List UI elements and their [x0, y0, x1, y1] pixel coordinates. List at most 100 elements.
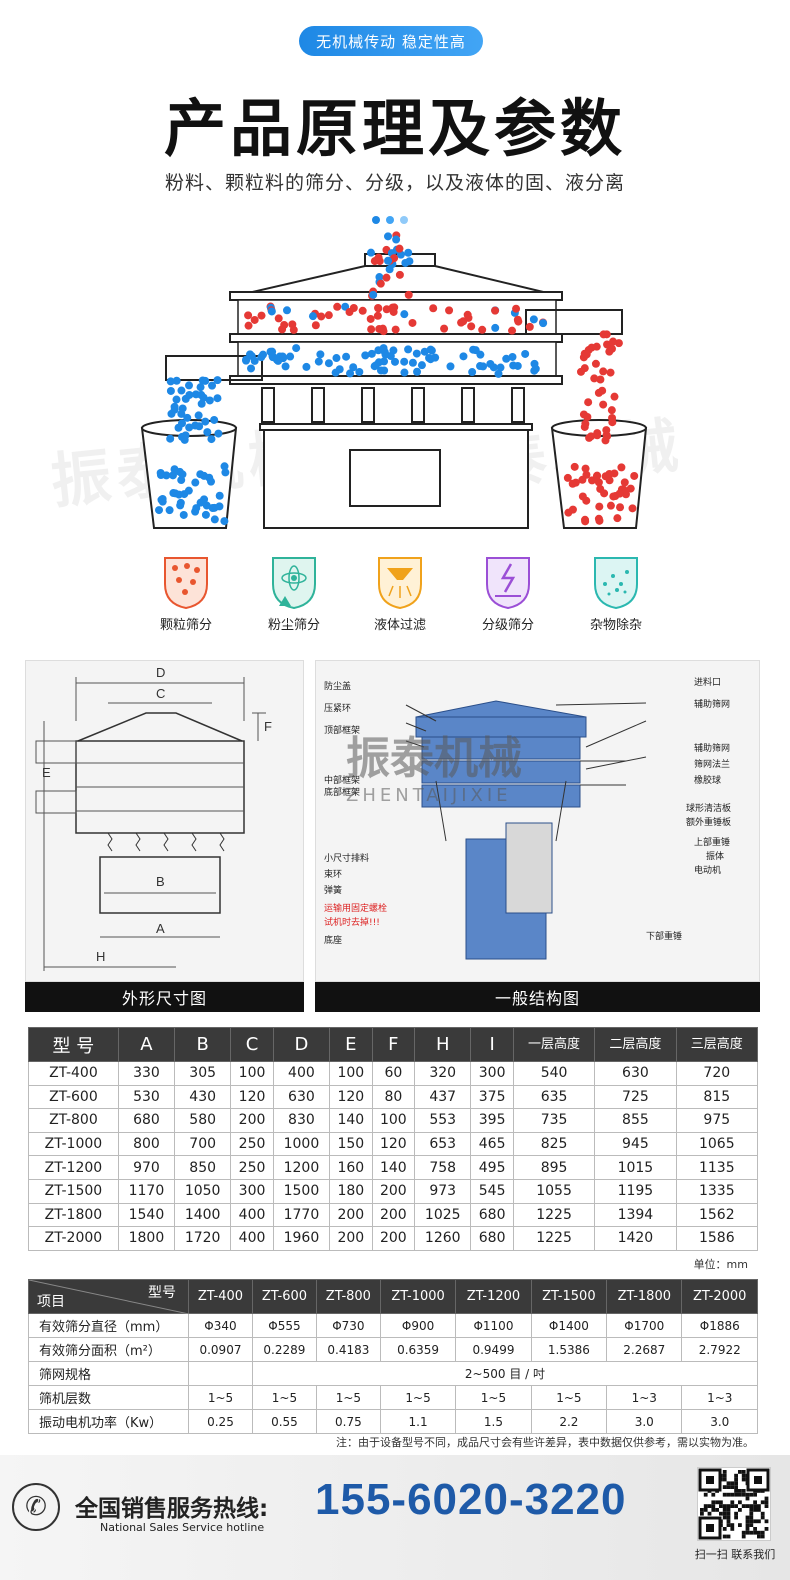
feature-icons-row: 颗粒筛分 粉尘筛分 液体过滤 分级筛分 杂物除杂: [130, 554, 670, 634]
dim-header-cell: F: [371, 1027, 416, 1062]
dim-label-c: C: [156, 686, 165, 701]
table-cell: 1.5386: [530, 1337, 608, 1362]
table-cell: 80: [371, 1084, 416, 1110]
table-cell: 0.55: [251, 1409, 317, 1434]
table-cell: 1~5: [530, 1385, 608, 1410]
table-cell: 800: [117, 1131, 176, 1157]
table-cell: 630: [594, 1061, 677, 1086]
table-cell: 120: [371, 1131, 416, 1157]
table-cell: 680: [470, 1202, 514, 1228]
table-cell: 495: [470, 1155, 514, 1180]
table-cell: 1394: [594, 1202, 677, 1228]
qr-code[interactable]: [697, 1467, 771, 1541]
svg-text:中部框架: 中部框架: [324, 774, 360, 786]
qr-code-image: [698, 1468, 770, 1540]
table-cell: Φ730: [315, 1313, 381, 1338]
table-cell: 1335: [675, 1178, 759, 1204]
table-cell: 0.2289: [251, 1337, 317, 1362]
table-cell: 0.9499: [455, 1337, 532, 1362]
grading-screening-icon: [486, 557, 530, 610]
table-cell: 140: [329, 1108, 373, 1133]
spec-row-label: 筛机层数: [28, 1385, 189, 1410]
table-cell: 250: [230, 1155, 274, 1180]
table-cell: 180: [329, 1178, 373, 1204]
table-cell: 680: [117, 1108, 176, 1133]
svg-text:小尺寸排料: 小尺寸排料: [324, 852, 369, 864]
hotline-number[interactable]: 155-6020-3220: [315, 1475, 627, 1524]
phone-icon: ✆: [12, 1483, 60, 1531]
table-cell: 120: [329, 1084, 373, 1110]
spec-model-header: ZT-600: [251, 1279, 317, 1314]
table-cell: 1.1: [379, 1409, 457, 1434]
table-cell: 437: [414, 1084, 472, 1110]
feature-dust: 粉尘筛分: [254, 554, 334, 633]
table-cell: 1225: [512, 1226, 596, 1251]
table-cell: 100: [329, 1061, 373, 1086]
spec-model-header: ZT-800: [315, 1279, 381, 1314]
table-cell: [188, 1361, 253, 1386]
table-cell: 680: [470, 1226, 514, 1251]
table-cell: 1.5: [455, 1409, 532, 1434]
outline-caption: 外形尺寸图: [25, 982, 304, 1012]
table-cell: 200: [371, 1202, 416, 1228]
svg-text:额外重锤板: 额外重锤板: [686, 816, 731, 828]
table-cell: Φ1100: [455, 1313, 532, 1338]
table-cell: 0.0907: [188, 1337, 253, 1362]
unit-note: 单位：mm: [693, 1258, 748, 1271]
table-cell: Φ900: [379, 1313, 457, 1338]
table-cell: 400: [230, 1202, 274, 1228]
table-cell: 850: [174, 1155, 232, 1180]
dim-label-f: F: [264, 719, 272, 734]
table-cell: 320: [414, 1061, 472, 1086]
table-cell: 630: [272, 1084, 331, 1110]
table-cell: 1~3: [606, 1385, 683, 1410]
feature-label: 分级筛分: [481, 618, 534, 633]
svg-text:上部重锤: 上部重锤: [694, 836, 730, 848]
table-cell: 530: [117, 1084, 176, 1110]
spec-model-header: ZT-1500: [530, 1279, 608, 1314]
feature-grading: 分级筛分: [468, 554, 548, 633]
structure-caption: 一般结构图: [315, 982, 760, 1012]
liquid-filter-icon: [378, 557, 422, 610]
table-cell: 150: [329, 1131, 373, 1157]
table-cell: 400: [230, 1226, 274, 1251]
svg-text:下部重锤: 下部重锤: [646, 930, 682, 942]
table-cell: 120: [230, 1084, 274, 1110]
table-cell: 975: [675, 1108, 759, 1133]
table-cell: 1~5: [315, 1385, 381, 1410]
table-cell: 0.75: [315, 1409, 381, 1434]
svg-text:球形清洁板: 球形清洁板: [686, 802, 731, 814]
table-cell: 540: [512, 1061, 596, 1086]
svg-text:辅助筛网: 辅助筛网: [694, 742, 730, 754]
hotline-subtitle: National Sales Service hotline: [100, 1521, 265, 1534]
table-cell: 825: [512, 1131, 596, 1157]
table-cell: ZT-1000: [28, 1131, 119, 1157]
table-cell: 2.7922: [681, 1337, 758, 1362]
table-cell-merged: 2~500 目 / 吋: [251, 1361, 759, 1386]
svg-text:防尘盖: 防尘盖: [324, 680, 351, 692]
table-cell: ZT-600: [28, 1084, 119, 1110]
table-cell: 895: [512, 1155, 596, 1180]
table-cell: 945: [594, 1131, 677, 1157]
page-subtitle: 粉料、颗粒料的筛分、分级，以及液体的固、液分离: [164, 172, 625, 194]
table-cell: 300: [470, 1061, 514, 1086]
table-cell: 973: [414, 1178, 472, 1204]
dim-header-cell: C: [230, 1027, 274, 1062]
svg-text:电动机: 电动机: [694, 864, 721, 876]
spec-model-header: ZT-1200: [455, 1279, 532, 1314]
table-cell: 1170: [117, 1178, 176, 1204]
table-cell: 1055: [512, 1178, 596, 1204]
table-cell: 700: [174, 1131, 232, 1157]
table-cell: 400: [272, 1061, 331, 1086]
outline-drawing: D C F E B A H: [25, 660, 304, 982]
table-cell: 375: [470, 1084, 514, 1110]
dim-label-d: D: [156, 665, 165, 680]
table-cell: 758: [414, 1155, 472, 1180]
dim-header-cell: 型 号: [28, 1027, 119, 1062]
